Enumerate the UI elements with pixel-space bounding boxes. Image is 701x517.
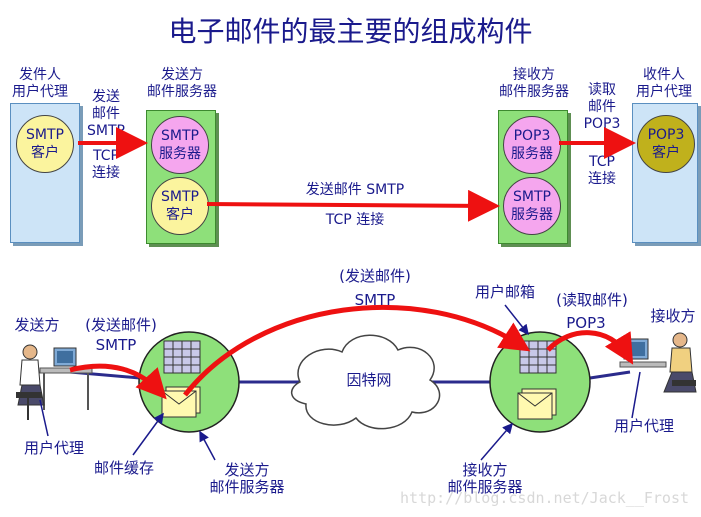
label-line: 邮件 <box>92 106 120 122</box>
send-mail-smtp-label: 发送邮件 SMTP <box>305 182 405 198</box>
circle-text: 客户 <box>31 145 59 161</box>
circle-text: POP3 <box>647 127 685 143</box>
circle-text: 服务器 <box>511 146 553 162</box>
circle-text: SMTP <box>513 189 551 205</box>
user-agent-left-label: 用户代理 <box>23 439 84 457</box>
label-line: 发送方 <box>224 461 270 479</box>
send-mail-arrow-label: 发送 邮件 SMTP <box>80 89 132 140</box>
arrow-mailbox-to-agent <box>546 330 634 365</box>
receiver-agent-label: 收件人 用户代理 <box>626 67 701 101</box>
sender-mailbox-grid <box>163 340 201 374</box>
send-mail-label: (发送邮件) <box>85 316 157 334</box>
label-line: 用户代理 <box>636 84 692 100</box>
read-mail-label: (读取邮件) <box>556 291 628 309</box>
arrow-server-to-mailbox <box>183 304 531 397</box>
receiver-server-bottom-label: 接收方 邮件服务器 <box>430 462 540 496</box>
mail-cache-label: 邮件缓存 <box>93 459 154 477</box>
sender-agent-label: 发件人 用户代理 <box>2 67 78 101</box>
circle-text: 服务器 <box>511 207 553 223</box>
link-server-to-agent <box>589 370 631 380</box>
label-line: 邮件服务器 <box>499 84 569 100</box>
label-line: 邮件服务器 <box>209 478 285 496</box>
arrow-server-to-server <box>206 189 500 222</box>
circle-text: SMTP <box>161 189 199 205</box>
label-line: 发送方 <box>161 67 203 83</box>
label-line: 发件人 <box>19 67 61 83</box>
smtp-client-circle-server: SMTP 客户 <box>151 177 209 235</box>
pointer-sender-server <box>199 430 216 461</box>
user-agent-right-label: 用户代理 <box>613 417 674 435</box>
pointer-user-agent-left <box>39 399 49 437</box>
smtp-client-circle: SMTP 客户 <box>16 115 74 173</box>
label-line: 邮件 <box>588 99 616 115</box>
watermark: http://blog.csdn.net/Jack__Frost <box>400 489 689 507</box>
tcp-connection-label-1: TCP 连接 <box>80 148 132 182</box>
circle-text: 客户 <box>166 207 194 223</box>
pointer-mail-cache <box>132 412 164 456</box>
internet-cloud <box>291 334 441 430</box>
pop3-client-circle: POP3 客户 <box>637 115 695 173</box>
label-line: 邮件服务器 <box>447 478 523 496</box>
smtp-server-circle: SMTP 服务器 <box>151 116 209 174</box>
sender-server-bottom-label: 发送方 邮件服务器 <box>192 462 302 496</box>
smtp-server-circle-receiver: SMTP 服务器 <box>503 177 561 235</box>
label-line: 接收方 <box>462 461 508 479</box>
sender-server-label: 发送方 邮件服务器 <box>132 67 232 101</box>
pop3-label: POP3 <box>566 314 606 332</box>
circle-text: SMTP <box>161 128 199 144</box>
label-line: 读取 <box>588 82 616 98</box>
receiver-person-icon <box>619 332 697 393</box>
circle-text: 客户 <box>652 145 680 161</box>
pointer-receiver-server <box>480 422 513 461</box>
circle-text: POP3 <box>513 128 551 144</box>
receiver-mail-icon <box>517 388 557 420</box>
label-line: 连接 <box>588 171 616 187</box>
receiver-server-globe <box>489 331 591 433</box>
label-line: TCP <box>93 148 119 164</box>
middle-send-mail-label: (发送邮件) <box>339 267 411 285</box>
sender-label: 发送方 <box>14 316 60 334</box>
receiver-label: 接收方 <box>650 307 696 325</box>
label-line: SMTP <box>87 123 125 139</box>
send-smtp-label: SMTP <box>95 336 137 354</box>
pointer-mailbox <box>504 304 529 336</box>
arrow-agent-to-cache <box>69 363 167 400</box>
internet-label: 因特网 <box>346 371 392 389</box>
sender-mail-cache-icon <box>161 386 201 418</box>
label-line: 接收方 <box>513 67 555 83</box>
middle-smtp-label: SMTP <box>354 291 396 309</box>
receiver-server-label: 接收方 邮件服务器 <box>484 67 584 101</box>
label-line: 邮件服务器 <box>147 84 217 100</box>
label-line: 收件人 <box>643 67 685 83</box>
circle-text: 服务器 <box>159 146 201 162</box>
mailbox-label: 用户邮箱 <box>474 283 535 301</box>
pointer-user-agent-right <box>631 371 641 419</box>
sender-person-icon <box>16 344 93 420</box>
label-line: 用户代理 <box>12 84 68 100</box>
tcp-connection-label-2: TCP 连接 <box>325 212 385 228</box>
label-line: 发送 <box>92 89 120 105</box>
label-line: 连接 <box>92 165 120 181</box>
diagram-title: 电子邮件的最主要的组成构件 <box>168 15 533 48</box>
circle-text: SMTP <box>26 127 64 143</box>
